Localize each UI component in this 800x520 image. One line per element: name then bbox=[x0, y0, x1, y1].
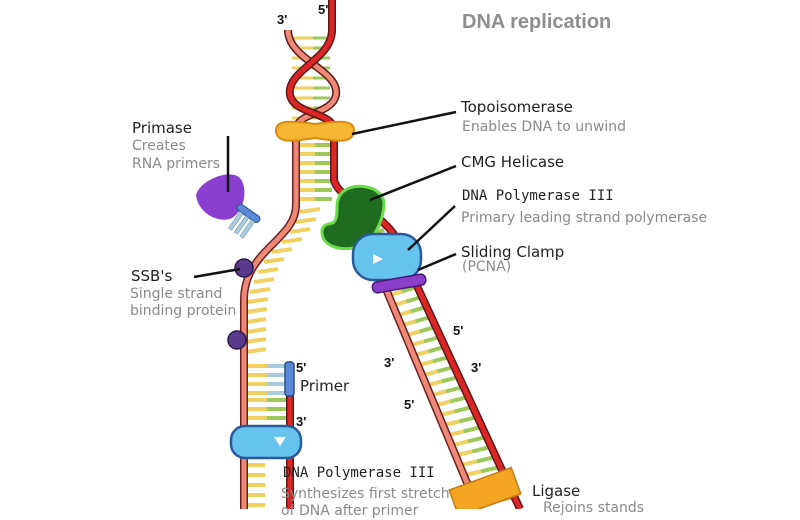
ssb-proteins bbox=[227, 258, 254, 350]
base-pair bbox=[245, 347, 267, 354]
base-pair bbox=[281, 237, 303, 244]
base-pair bbox=[263, 257, 285, 264]
primer bbox=[284, 361, 295, 397]
leader-lines bbox=[193, 110, 457, 279]
dna-replication-diagram bbox=[193, 0, 524, 509]
end-label-leading-c: 3' bbox=[384, 355, 395, 370]
topoisomerase bbox=[274, 120, 356, 142]
base-pair bbox=[289, 227, 311, 234]
primase bbox=[196, 174, 261, 239]
topoisomerase-desc: Enables DNA to unwind bbox=[462, 119, 627, 135]
end-label-leading-b: 3' bbox=[471, 360, 482, 375]
primase-label: Primase bbox=[132, 119, 192, 137]
base-pair bbox=[247, 297, 269, 304]
polymerase-leading-desc: Primary leading strand polymerase bbox=[461, 210, 708, 226]
base-pair bbox=[245, 337, 267, 344]
primase-desc-2: RNA primers bbox=[132, 156, 221, 172]
diagram-title: DNA replication bbox=[462, 11, 612, 33]
base-pair bbox=[444, 419, 460, 427]
dna-polymerase-leading bbox=[351, 232, 423, 282]
base-pair bbox=[456, 449, 473, 457]
ssb-label: SSB's bbox=[131, 267, 173, 285]
base-pair bbox=[245, 327, 267, 334]
end-label-leading-d: 5' bbox=[404, 397, 415, 412]
base-pair bbox=[448, 429, 464, 437]
end-label-top-left: 3' bbox=[277, 12, 288, 27]
primase-primer bbox=[228, 203, 261, 239]
base-pair bbox=[249, 287, 271, 294]
double-helix bbox=[284, 0, 341, 131]
sliding-clamp bbox=[371, 273, 427, 294]
base-pair bbox=[299, 207, 321, 214]
polymerase-lagging-desc-1: Synthesizes first stretch bbox=[281, 486, 450, 502]
base-pair bbox=[452, 439, 469, 447]
ligase bbox=[448, 466, 522, 509]
end-label-primer-top: 5' bbox=[296, 360, 307, 375]
primase-desc-1: Creates bbox=[132, 138, 186, 154]
base-pair bbox=[295, 217, 317, 224]
sliding-clamp-label: Sliding Clamp bbox=[461, 243, 565, 261]
end-label-top-right: 5' bbox=[318, 2, 329, 17]
base-pair bbox=[253, 277, 275, 284]
base-pair bbox=[246, 307, 268, 314]
base-pair bbox=[439, 409, 456, 417]
helicase-label: CMG Helicase bbox=[461, 153, 565, 171]
primer-label: Primer bbox=[300, 377, 350, 395]
polymerase-leading-label: DNA Polymerase III bbox=[462, 188, 614, 204]
ssb-desc-2: binding protein bbox=[130, 303, 237, 319]
base-pair bbox=[465, 469, 482, 477]
ssb-desc-1: Single strand bbox=[130, 286, 223, 302]
base-pair bbox=[257, 267, 279, 274]
base-pair bbox=[435, 399, 451, 407]
sliding-clamp-desc: (PCNA) bbox=[462, 259, 512, 275]
polymerase-lagging-desc-2: of DNA after primer bbox=[281, 503, 419, 519]
base-pair bbox=[245, 317, 267, 324]
dna-polymerase-lagging bbox=[229, 424, 303, 460]
base-pair bbox=[271, 247, 293, 254]
topoisomerase-label: Topoisomerase bbox=[461, 98, 573, 116]
base-pair bbox=[460, 459, 478, 467]
end-label-leading-a: 5' bbox=[453, 323, 464, 338]
polymerase-lagging-label: DNA Polymerase III bbox=[283, 465, 435, 481]
end-label-primer-bottom: 3' bbox=[296, 414, 307, 429]
ligase-label: Ligase bbox=[532, 482, 581, 500]
